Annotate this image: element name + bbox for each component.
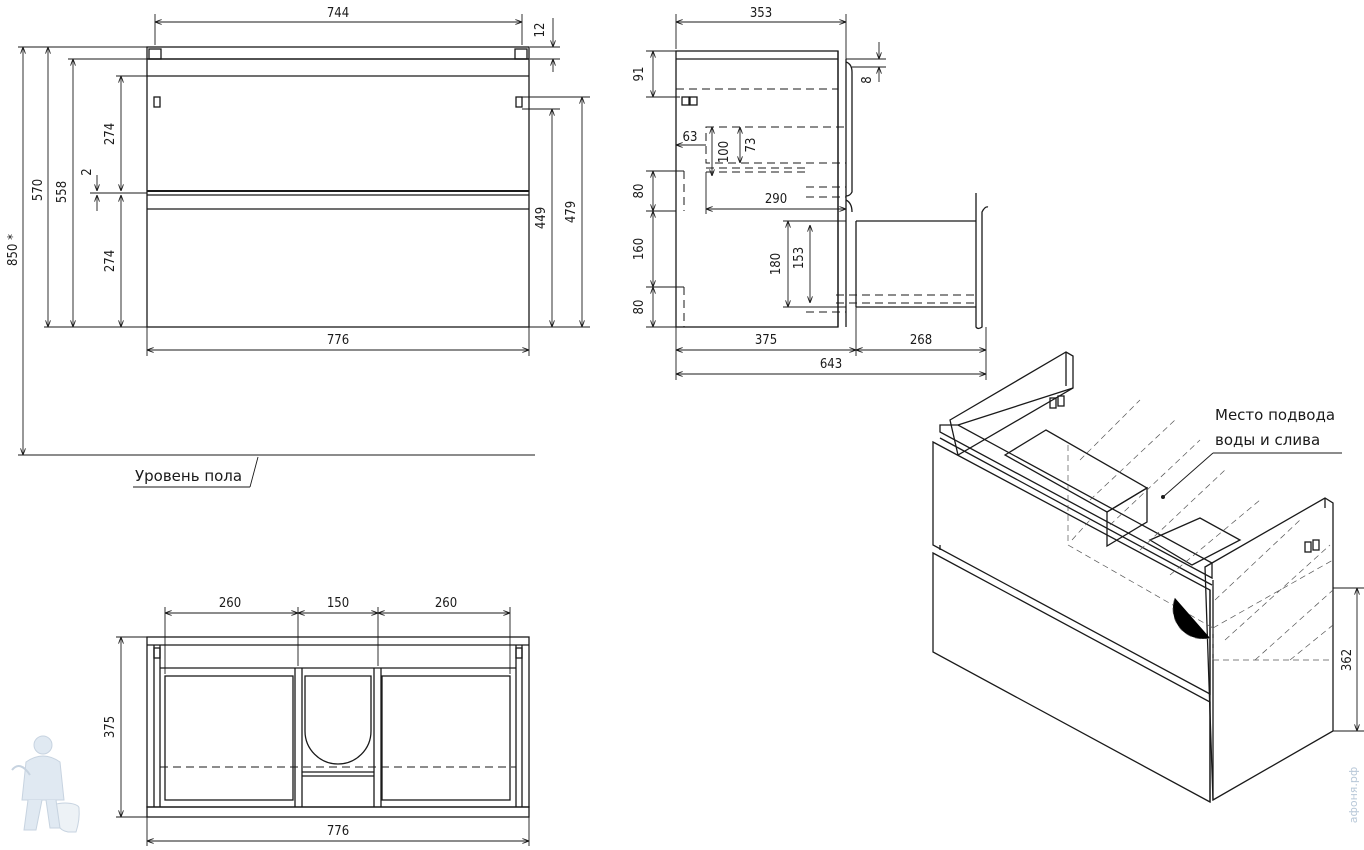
front-view: 744 12 850 * 570 558 274 2 274 — [6, 6, 590, 488]
dim-12: 12 — [533, 23, 548, 38]
dim-274-top: 274 — [103, 123, 118, 145]
plumber-mascot-logo — [11, 735, 80, 833]
callout-line-2: воды и слива — [1215, 431, 1320, 449]
dim-80-a: 80 — [632, 184, 647, 199]
dim-63: 63 — [683, 130, 698, 145]
dim-153: 153 — [792, 247, 807, 269]
dim-290: 290 — [765, 192, 787, 207]
side-view: 353 91 8 63 100 73 80 290 160 — [632, 6, 989, 380]
dim-274-bottom: 274 — [103, 250, 118, 272]
dim-160: 160 — [632, 238, 647, 260]
dim-353: 353 — [750, 6, 772, 21]
dim-73: 73 — [744, 138, 759, 153]
dim-570: 570 — [31, 179, 46, 201]
dim-80-b: 80 — [632, 300, 647, 315]
hatch-pattern — [1067, 399, 1334, 661]
dim-91: 91 — [632, 67, 647, 82]
dim-643: 643 — [820, 357, 842, 372]
dim-449: 449 — [534, 207, 549, 229]
callout-line-1: Место подвода — [1215, 406, 1335, 424]
dim-180: 180 — [769, 253, 784, 275]
dim-260-a: 260 — [219, 596, 241, 611]
dim-100: 100 — [717, 141, 732, 163]
dim-850: 850 * — [6, 234, 21, 266]
dim-744: 744 — [327, 6, 349, 21]
isometric-view: Место подвода воды и слива 362 — [932, 351, 1364, 804]
watermark-text: афоня.рф — [1347, 767, 1360, 824]
top-view: 260 150 260 375 776 — [103, 596, 530, 846]
dim-375-top: 375 — [103, 716, 118, 738]
floor-level-label: Уровень пола — [135, 467, 242, 485]
dim-479: 479 — [564, 201, 579, 223]
dim-558: 558 — [55, 181, 70, 203]
dim-362: 362 — [1340, 649, 1355, 671]
dim-268: 268 — [910, 333, 932, 348]
dim-2: 2 — [80, 168, 95, 175]
dim-776-top: 776 — [327, 824, 349, 839]
dim-260-b: 260 — [435, 596, 457, 611]
dim-150: 150 — [327, 596, 349, 611]
dim-8: 8 — [860, 76, 875, 83]
dim-776-front: 776 — [327, 333, 349, 348]
dim-375-side: 375 — [755, 333, 777, 348]
